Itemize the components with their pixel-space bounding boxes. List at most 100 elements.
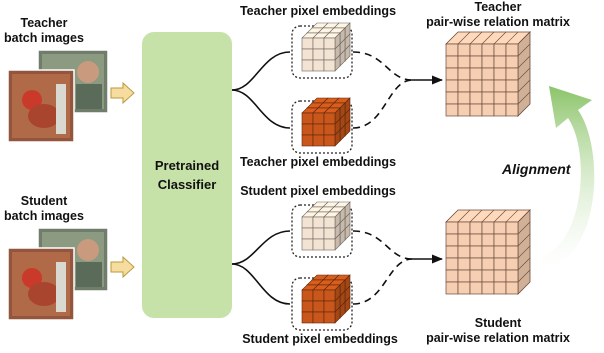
matrix-cell <box>493 257 507 271</box>
cube-cell <box>323 59 336 72</box>
matrix-cell <box>481 103 495 117</box>
teacher-relation-matrix <box>445 31 531 117</box>
classifier-label: Pretrained Classifier <box>154 158 220 192</box>
matrix-cell <box>469 233 483 247</box>
matrix-grid-line <box>517 233 531 247</box>
matrix-cell <box>457 43 471 57</box>
cube-cell <box>301 48 314 61</box>
cube-cell <box>301 289 314 302</box>
cube-cell <box>323 134 336 147</box>
matrix-cell <box>505 103 519 117</box>
matrix-grid-line <box>517 245 531 259</box>
matrix-cell <box>493 67 507 81</box>
matrix-grid-line <box>517 79 531 93</box>
matrix-cell <box>445 281 459 295</box>
cube-cell <box>312 48 325 61</box>
cube-cell <box>323 227 336 240</box>
cube-cell <box>301 216 314 229</box>
cube-cell <box>323 300 336 313</box>
matrix-grid-line <box>505 31 519 45</box>
matrix-cell <box>505 257 519 271</box>
matrix-cell <box>481 233 495 247</box>
matrix-grid-line <box>457 31 471 45</box>
matrix-cell <box>481 221 495 235</box>
matrix-grid-line <box>517 269 531 283</box>
matrix-cell <box>457 103 471 117</box>
matrix-cell <box>469 67 483 81</box>
matrix-cell <box>445 79 459 93</box>
alignment-arrow <box>543 86 595 268</box>
cube-cell <box>301 238 314 251</box>
matrix-grid-line <box>481 209 495 223</box>
teacher-branch-connectors <box>231 51 291 129</box>
matrix-cell <box>505 43 519 57</box>
cube-cell <box>312 37 325 50</box>
matrix-grid-line <box>493 31 507 45</box>
teacher-embedding-cube-dark <box>291 97 353 154</box>
matrix-cell <box>505 221 519 235</box>
cube-cell <box>312 289 325 302</box>
cube-cell <box>312 216 325 229</box>
matrix-cell <box>505 91 519 105</box>
student-embedding-cube-light <box>291 201 353 258</box>
matrix-cell <box>469 79 483 93</box>
matrix-cell <box>469 43 483 57</box>
matrix-cell <box>457 91 471 105</box>
teacher-input-arrow <box>110 81 135 105</box>
matrix-cell <box>469 221 483 235</box>
matrix-grid-line <box>493 209 507 223</box>
teacher-matrix-label: Teacher pair-wise relation matrix <box>426 0 570 29</box>
matrix-cell <box>445 55 459 69</box>
matrix-cell <box>469 257 483 271</box>
matrix-cell <box>481 43 495 57</box>
matrix-grid-line <box>517 257 531 271</box>
cube-cell <box>323 48 336 61</box>
matrix-cell <box>445 257 459 271</box>
matrix-cell <box>469 281 483 295</box>
student-embedding-top-label: Student pixel embeddings <box>240 184 396 198</box>
cube-cell <box>323 216 336 229</box>
student-matrix-label: Student pair-wise relation matrix <box>426 316 570 345</box>
teacher-batch-images <box>7 49 109 143</box>
matrix-cell <box>457 245 471 259</box>
matrix-cell <box>445 233 459 247</box>
matrix-cell <box>445 67 459 81</box>
matrix-cell <box>481 245 495 259</box>
matrix-cell <box>493 103 507 117</box>
alignment-label: Alignment <box>502 161 571 177</box>
matrix-cell <box>457 67 471 81</box>
cube-cell <box>312 227 325 240</box>
matrix-cell <box>457 281 471 295</box>
cube-cell <box>301 112 314 125</box>
cube-cell <box>323 311 336 324</box>
student-relation-matrix <box>445 209 531 295</box>
matrix-cell <box>505 79 519 93</box>
matrix-cell <box>505 233 519 247</box>
matrix-cell <box>493 221 507 235</box>
matrix-grid-line <box>469 31 483 45</box>
student-batch-images <box>7 227 109 321</box>
matrix-cell <box>481 67 495 81</box>
matrix-cell <box>445 221 459 235</box>
cube-cell <box>312 112 325 125</box>
student-input-arrow <box>110 255 135 279</box>
matrix-cell <box>457 79 471 93</box>
matrix-cell <box>445 245 459 259</box>
student-dashed-connectors <box>352 230 413 305</box>
cube-cell <box>312 134 325 147</box>
cube-cell <box>312 300 325 313</box>
teacher-batch-label: Teacher batch images <box>4 16 84 45</box>
student-embedding-cube-dark <box>291 274 353 331</box>
matrix-cell <box>493 43 507 57</box>
teacher-embedding-bottom-label: Teacher pixel embeddings <box>239 155 397 169</box>
matrix-cell <box>457 257 471 271</box>
matrix-grid-line <box>517 91 531 105</box>
matrix-cell <box>481 55 495 69</box>
matrix-cell <box>445 269 459 283</box>
cube-cell <box>323 112 336 125</box>
cube-cell <box>301 123 314 136</box>
matrix-cell <box>445 103 459 117</box>
matrix-cell <box>505 281 519 295</box>
cube-cell <box>312 59 325 72</box>
